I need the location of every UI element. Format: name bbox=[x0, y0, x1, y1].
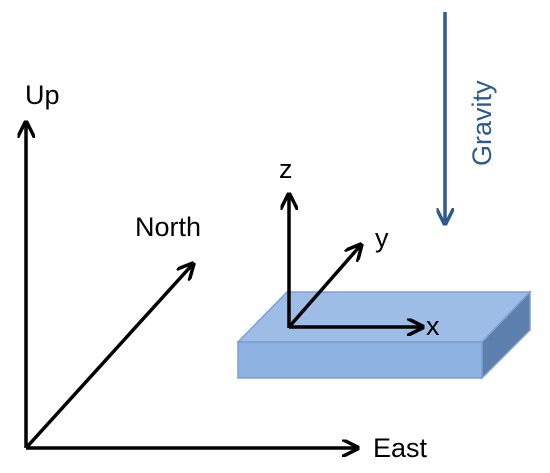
plate-front-face bbox=[237, 341, 483, 379]
sensor-plate bbox=[236, 290, 532, 380]
plate-side-face bbox=[481, 290, 531, 380]
x-label: x bbox=[426, 311, 440, 341]
north-label: North bbox=[135, 212, 201, 242]
gravity-indicator: Gravity bbox=[445, 12, 497, 222]
up-label: Up bbox=[25, 80, 60, 110]
plate-top-face bbox=[236, 291, 532, 343]
y-label: y bbox=[375, 223, 389, 253]
y-axis-arrow bbox=[287, 246, 360, 329]
east-label: East bbox=[373, 433, 428, 463]
north-axis-arrow bbox=[24, 265, 192, 450]
gravity-label: Gravity bbox=[467, 80, 497, 166]
body-frame: z y x bbox=[279, 154, 440, 341]
z-label: z bbox=[279, 154, 293, 184]
world-frame: Up North East bbox=[25, 80, 428, 463]
